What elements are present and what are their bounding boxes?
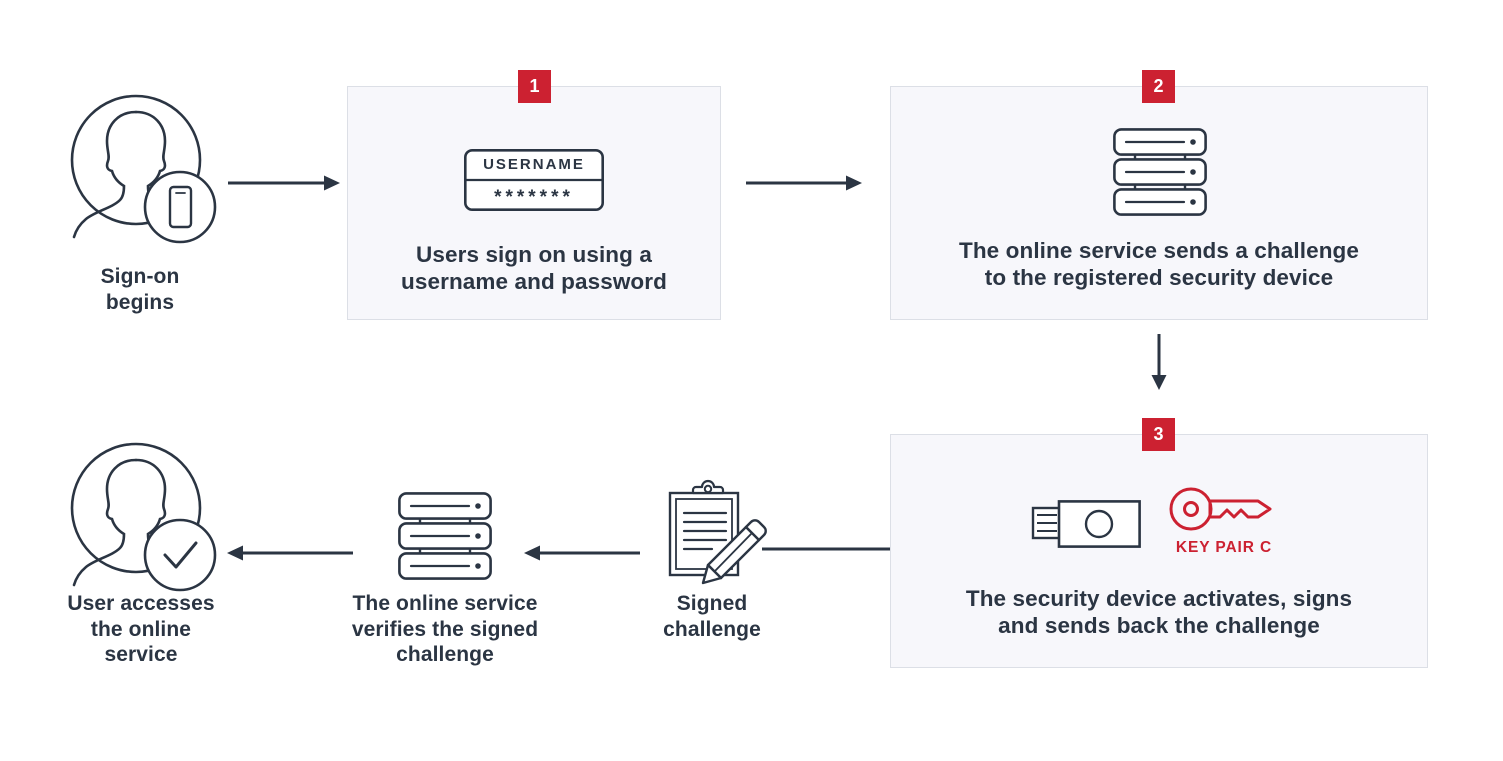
- step-2-badge: 2: [1142, 70, 1175, 103]
- verify-caption-line3: challenge: [396, 643, 494, 667]
- step-3-box: [890, 434, 1428, 668]
- user-with-check-icon: [66, 442, 217, 592]
- server-stack-icon: [1113, 128, 1207, 216]
- usb-security-key-icon: [1031, 500, 1141, 548]
- login-form-icon: USERNAME *******: [463, 148, 604, 212]
- step-2-caption-line2: to the registered security device: [984, 265, 1334, 291]
- key-icon: [1168, 486, 1280, 534]
- signon-caption-line2: begins: [105, 290, 175, 314]
- step-3-caption: The security device activates, signs and…: [895, 585, 1423, 640]
- access-caption-line3: service: [104, 643, 178, 667]
- arrow-step1-to-step2: [746, 174, 862, 192]
- step-1-badge: 1: [518, 70, 551, 103]
- access-caption: User accesses the online service: [30, 591, 252, 668]
- step-3-caption-line1: The security device activates, signs: [965, 586, 1353, 611]
- verify-caption-line2: verifies the signed: [351, 617, 539, 641]
- signed-challenge-caption-line1: Signed: [676, 592, 748, 615]
- access-caption-line2: the online: [90, 617, 192, 641]
- access-caption-line1: User accesses: [67, 592, 215, 615]
- signon-caption: Sign-on begins: [40, 264, 240, 315]
- clipboard-pencil-icon: [660, 479, 767, 585]
- step-1-caption: Users sign on using a username and passw…: [357, 241, 711, 296]
- verify-caption-line1: The online service: [352, 592, 538, 615]
- username-field-value[interactable]: USERNAME: [483, 156, 585, 173]
- user-with-phone-icon: [66, 94, 217, 244]
- step-1-caption-line2: username and password: [401, 269, 667, 295]
- signed-challenge-caption-line2: challenge: [663, 617, 761, 641]
- arrow-step2-to-step3: [1150, 334, 1168, 390]
- arrow-signon-to-step1: [228, 174, 340, 192]
- step-2-caption-line1: The online service sends a challenge: [958, 238, 1359, 263]
- signon-caption-line1: Sign-on: [100, 265, 180, 288]
- signed-challenge-caption: Signed challenge: [608, 591, 816, 642]
- key-pair-label: KEY PAIR C: [1175, 539, 1273, 556]
- arrow-signed-challenge-to-verify: [522, 544, 640, 562]
- step-3-caption-line2: and sends back the challenge: [998, 613, 1320, 639]
- verify-caption: The online service verifies the signed c…: [310, 591, 580, 668]
- arrow-verify-to-access: [225, 544, 353, 562]
- verify-server-stack-icon: [398, 492, 492, 580]
- step-2-caption: The online service sends a challenge to …: [895, 237, 1423, 292]
- step-3-badge: 3: [1142, 418, 1175, 451]
- password-field-value[interactable]: *******: [494, 187, 574, 208]
- arrow-step3-to-signed-challenge: [762, 546, 890, 552]
- step-1-caption-line1: Users sign on using a: [416, 242, 652, 267]
